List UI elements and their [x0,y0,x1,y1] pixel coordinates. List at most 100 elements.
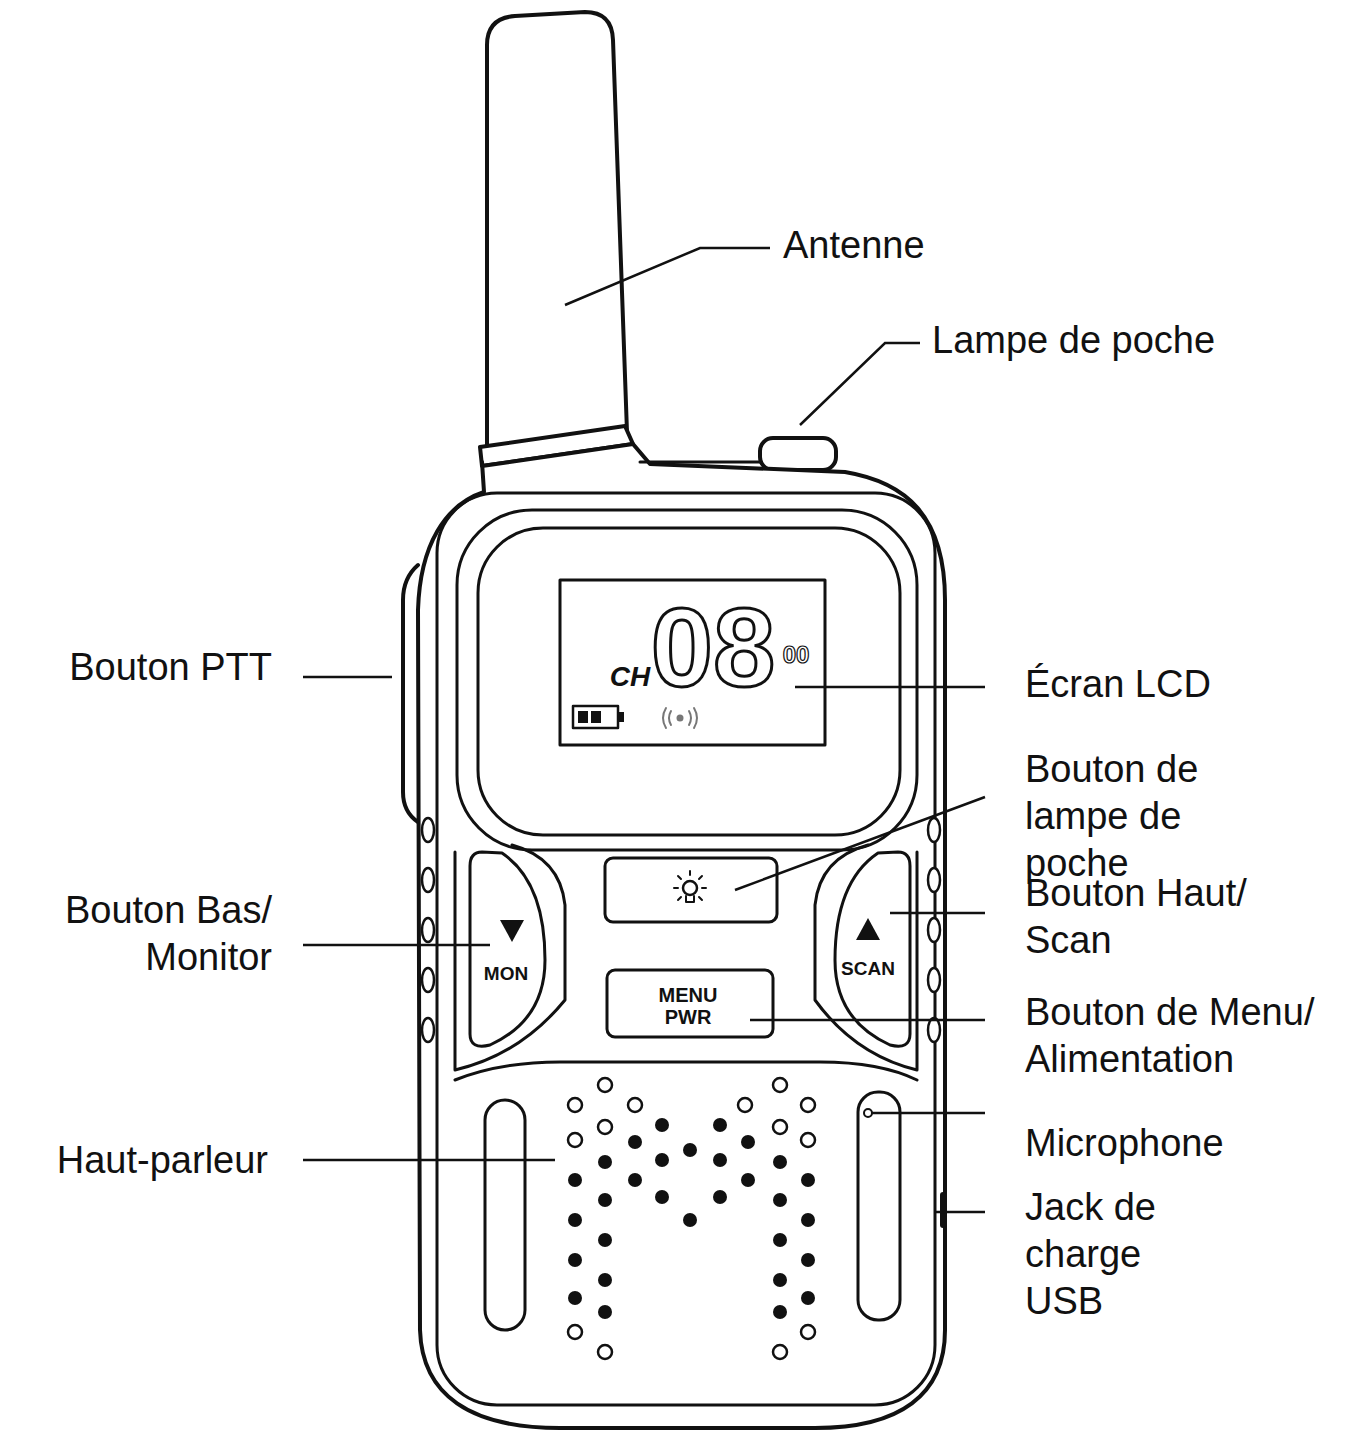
screen-bezel-inner [478,528,900,835]
speaker-hole [773,1273,787,1287]
part-label: Jack de charge USB [1025,1184,1160,1325]
speaker-hole [683,1213,697,1227]
speaker-hole [773,1305,787,1319]
grip-ridge [422,918,434,942]
speaker-hole [738,1098,752,1112]
speaker-hole [598,1193,612,1207]
signal-waves [663,708,697,728]
leader-line [735,797,985,890]
grip-ridge [422,868,434,892]
part-label: Haut-parleur [57,1137,268,1184]
speaker-hole [655,1153,669,1167]
speaker-hole [801,1098,815,1112]
housing [418,444,945,1428]
leader-line [890,912,985,915]
part-label: Bouton de Menu/ Alimentation [1025,989,1319,1083]
lcd-screen [560,580,825,745]
speaker-hole [628,1098,642,1112]
leader-line [800,343,920,425]
screen-bezel [457,510,917,850]
device-marking: 00 [783,643,810,667]
down-button [470,852,545,1046]
flashlight-lens [760,438,836,470]
part-label: Lampe de poche [932,317,1215,364]
leader-line [872,1112,985,1115]
grip-ridge [928,868,940,892]
grip-ridge [422,968,434,992]
antenna [487,12,627,455]
speaker-hole [598,1345,612,1359]
mic-slot [858,1092,900,1320]
speaker-hole [568,1325,582,1339]
device-marking: MENU [659,985,718,1005]
grip-ridge [928,918,940,942]
speaker-hole [801,1253,815,1267]
button-contour [815,845,917,1070]
speaker-hole [801,1173,815,1187]
speaker-hole [598,1155,612,1169]
speaker-hole [598,1233,612,1247]
part-label: Bouton Haut/ Scan [1025,870,1251,964]
speaker-hole [655,1190,669,1204]
grip-ridge [928,1018,940,1042]
speaker-hole [713,1118,727,1132]
speaker-hole [801,1291,815,1305]
battery-bar [591,711,601,723]
speaker-hole [801,1213,815,1227]
leader-line [565,248,770,305]
speaker-hole [773,1120,787,1134]
speaker-hole [773,1155,787,1169]
up-arrow [856,918,880,940]
speaker-hole [655,1118,669,1132]
speaker-hole [568,1291,582,1305]
signal-icon [677,715,684,722]
down-arrow [500,920,524,942]
speaker-hole [598,1305,612,1319]
leader-line [303,944,490,947]
speaker-hole [773,1233,787,1247]
ptt-button [403,565,418,822]
up-button [835,852,910,1046]
leader-line [303,676,392,679]
speaker-hole [741,1173,755,1187]
speaker-hole [568,1213,582,1227]
microphone-hole [864,1109,872,1117]
speaker-hole [713,1153,727,1167]
speaker-hole [568,1253,582,1267]
speaker-hole [628,1173,642,1187]
bulb-rays [674,871,706,902]
part-label: Écran LCD [1025,661,1211,708]
speaker-hole [801,1325,815,1339]
flashlight-button [605,858,777,922]
speaker-hole [801,1133,815,1147]
usb-jack [940,1195,946,1225]
speaker-hole [598,1120,612,1134]
speaker-hole [568,1133,582,1147]
device-marking: MON [484,964,528,983]
leader-lines [303,248,985,1212]
leader-line [795,686,985,689]
speaker-hole [773,1193,787,1207]
device-marking: SCAN [841,959,895,978]
menu-button [607,970,773,1037]
battery-nub [618,712,624,722]
speaker-hole [683,1143,697,1157]
bulb-icon [683,881,697,895]
speaker-slot [485,1100,525,1330]
part-label: Antenne [783,222,925,269]
speaker-hole [628,1135,642,1149]
side-grips [422,818,940,1042]
speaker-hole [773,1345,787,1359]
grip-ridge [422,818,434,842]
battery-bar [578,711,588,723]
speaker-hole [713,1190,727,1204]
leader-line [750,1019,985,1022]
grip-ridge [928,818,940,842]
speaker-hole [568,1173,582,1187]
grip-ridge [422,1018,434,1042]
button-contour [455,845,565,1070]
face-outline [437,493,935,1405]
speaker-holes [568,1078,815,1359]
